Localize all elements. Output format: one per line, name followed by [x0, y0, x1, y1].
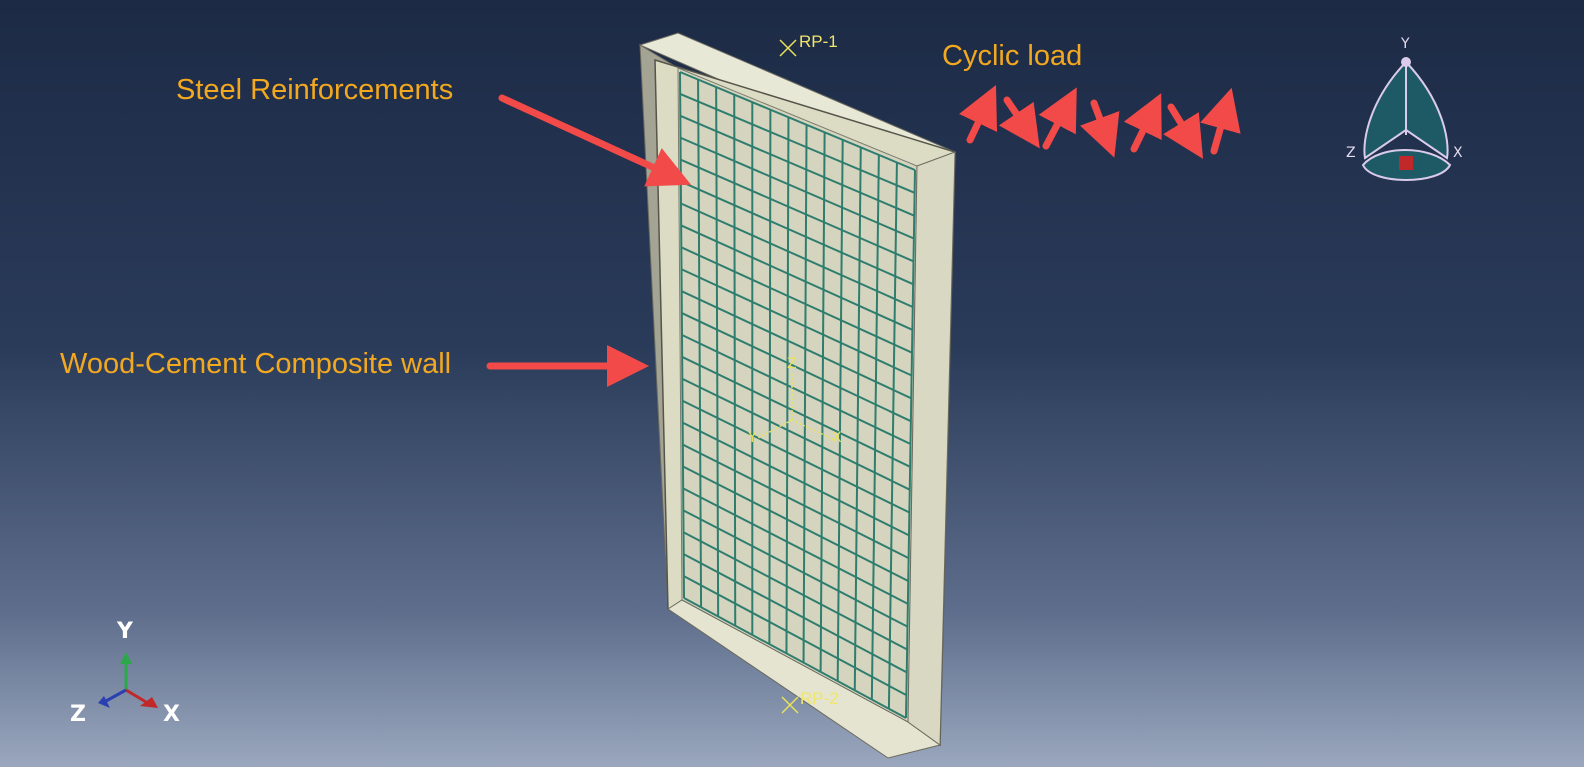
- composite-wall-label: Wood-Cement Composite wall: [60, 348, 452, 380]
- steel-reinforcement-mesh: [679, 71, 916, 719]
- rebar-horizontal-24: [683, 597, 907, 719]
- triad-y-label: Y: [117, 619, 133, 644]
- view-cube-icon[interactable]: [1361, 57, 1452, 181]
- rebar-horizontal-15: [682, 399, 910, 514]
- rebar-horizontal-21: [683, 531, 908, 651]
- rebar-horizontal-7: [680, 224, 913, 331]
- rebar-horizontal-17: [682, 443, 910, 560]
- view-cube-z: Z: [1346, 145, 1356, 161]
- steel-reinforcement-arrow: [498, 94, 692, 187]
- cyclic-load-arrows: [959, 85, 1241, 159]
- rebar-horizontal-1: [679, 92, 916, 194]
- local-csys-x: X: [832, 430, 842, 446]
- rebar-horizontal-2: [679, 114, 915, 217]
- rebar-horizontal-18: [682, 465, 909, 582]
- rebar-horizontal-11: [681, 312, 912, 423]
- rebar-horizontal-14: [681, 377, 911, 491]
- rebar-horizontal-12: [681, 334, 911, 445]
- rebar-horizontal-9: [681, 268, 913, 377]
- rp2-marker[interactable]: [781, 696, 799, 714]
- local-csys-y: Y: [748, 430, 757, 446]
- local-csys-z: Z: [787, 356, 797, 372]
- triad-z-label: Z: [70, 702, 86, 727]
- cyclic-load-label: Cyclic load: [942, 40, 1083, 72]
- rebar-horizontal-19: [682, 487, 909, 605]
- rp1-marker[interactable]: [779, 39, 797, 57]
- rebar-horizontal-0: [679, 71, 916, 171]
- view-cube-x: X: [1453, 145, 1463, 161]
- wall-model[interactable]: [638, 32, 957, 759]
- rebar-horizontal-20: [682, 509, 908, 628]
- rp1-label: RP-1: [799, 32, 838, 51]
- rp2-label: RP-2: [800, 689, 839, 708]
- rebar-horizontal-5: [680, 180, 914, 286]
- view-cube-y: Y: [1401, 36, 1410, 52]
- rebar-horizontal-22: [683, 553, 908, 674]
- rebar-horizontal-4: [680, 158, 914, 263]
- rebar-horizontal-10: [681, 290, 912, 400]
- rebar-horizontal-6: [680, 202, 914, 308]
- global-triad-icon: [98, 652, 158, 708]
- rebar-horizontal-16: [682, 421, 910, 537]
- rebar-horizontal-8: [680, 246, 913, 354]
- rebar-horizontal-23: [683, 575, 907, 697]
- rebar-horizontal-3: [680, 136, 915, 240]
- steel-reinforcements-label: Steel Reinforcements: [176, 74, 454, 106]
- triad-x-label: X: [163, 702, 180, 727]
- rebar-horizontal-13: [681, 356, 911, 468]
- local-csys-icon: [757, 372, 836, 441]
